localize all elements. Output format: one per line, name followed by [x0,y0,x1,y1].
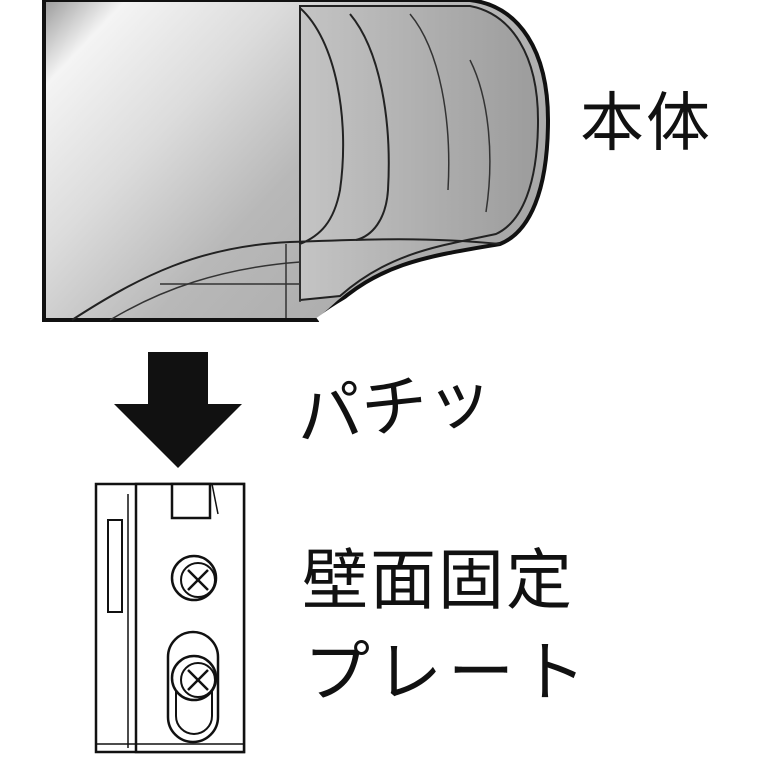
main-body-highlight-edge [316,253,471,323]
main-body-lower-curve-2 [109,261,301,321]
wall-plate-notch-edge [211,483,219,515]
upper-screw-icon [170,554,218,602]
down-arrow [114,352,242,468]
main-body-contour-1 [299,7,345,245]
label-wall-plate-line2: プレート [304,634,592,711]
wall-plate [94,482,246,754]
wall-plate-side-slot [107,519,123,613]
lower-screw-icon [170,654,218,702]
wall-plate-top-notch [170,482,212,520]
main-body-lower-curve [71,238,501,321]
label-main-body: 本体 [580,87,712,161]
label-snap-sound: パチッ [291,358,497,456]
label-wall-plate-line1: 壁面固定 [302,542,574,619]
main-body-contour-2 [349,13,390,241]
main-body-contour-3 [409,13,450,191]
main-body-contour-4 [469,59,491,213]
main-body-unit [42,0,551,323]
